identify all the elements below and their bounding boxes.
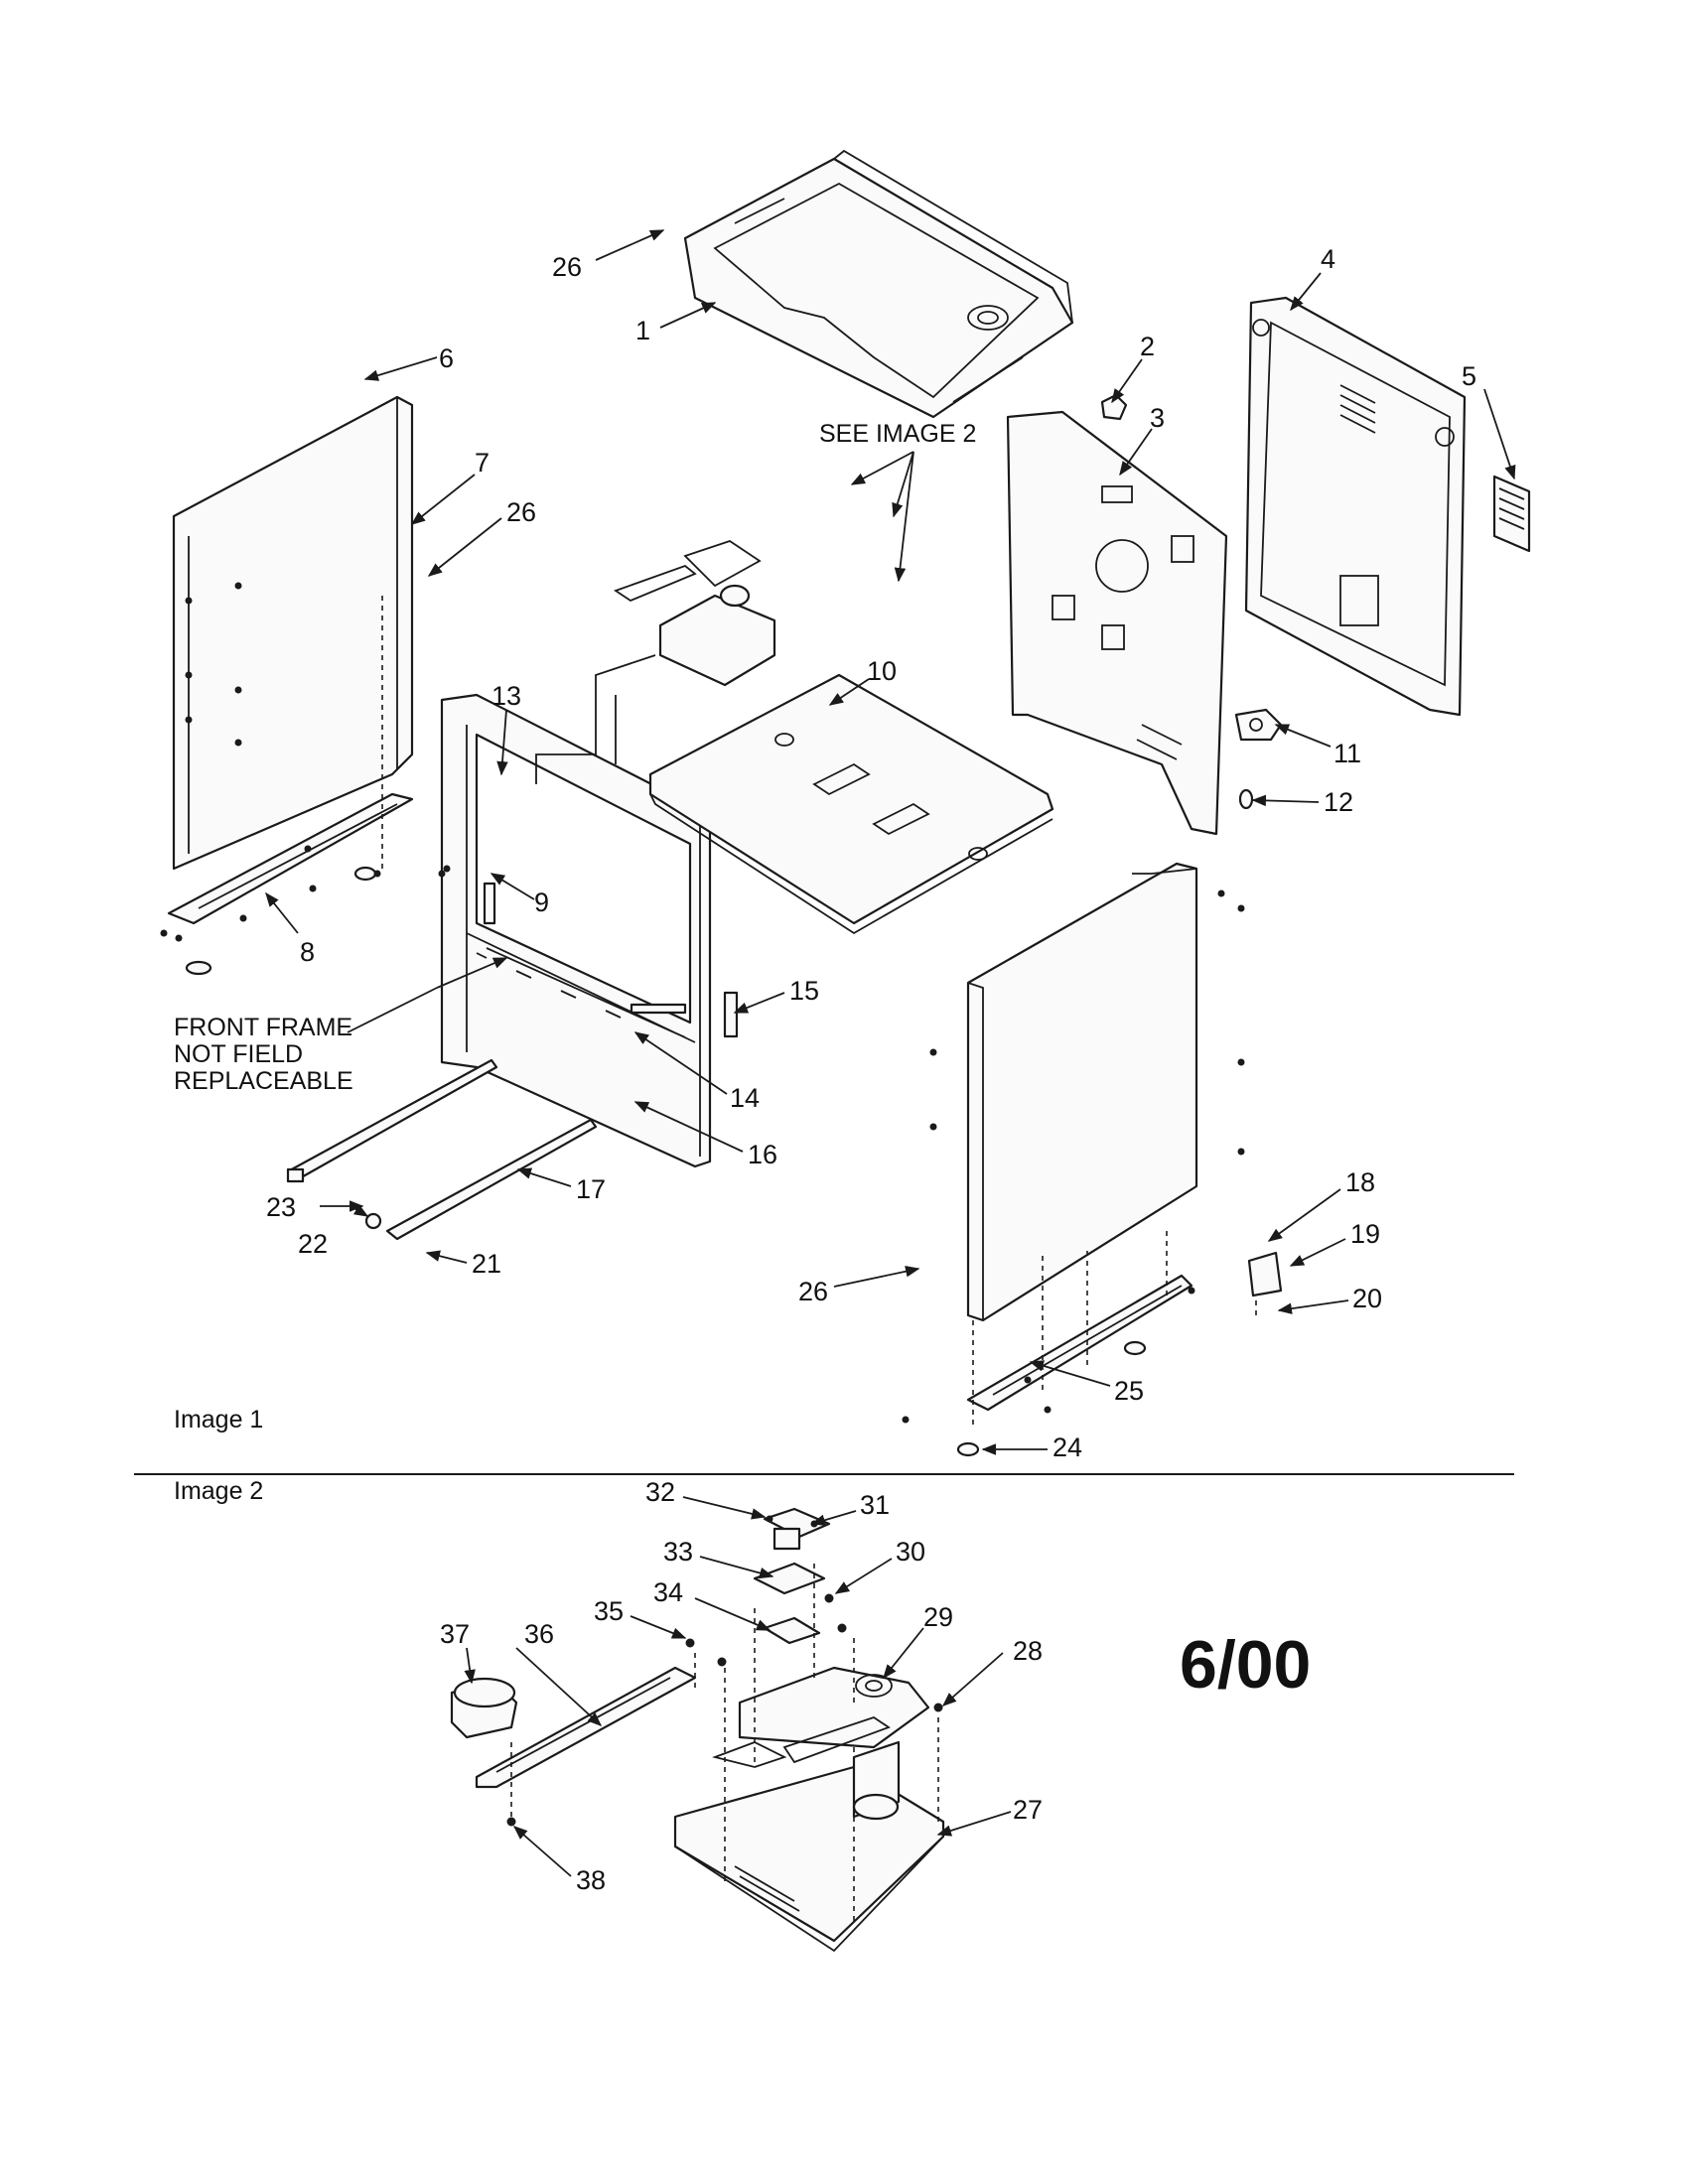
front-frame [440, 693, 712, 1168]
bracket-part-14 [630, 1003, 687, 1015]
callout-24: 24 [1052, 1433, 1082, 1462]
callout-34: 34 [653, 1577, 683, 1607]
callout-38: 38 [576, 1865, 606, 1895]
callout-33: 33 [663, 1537, 693, 1567]
rail-upper [286, 1058, 498, 1183]
callout-28: 28 [1013, 1636, 1043, 1666]
callout-7: 7 [475, 448, 490, 478]
callout-9: 9 [534, 887, 549, 917]
bracket-part-11 [1234, 708, 1283, 742]
top-panel-part-1 [683, 149, 1074, 419]
callout-29: 29 [923, 1602, 953, 1632]
callout-14: 14 [730, 1083, 760, 1113]
screw-markers [160, 845, 1225, 1457]
callout-leaders [265, 229, 1516, 1455]
rear-inner-panel-part-3 [1006, 410, 1228, 836]
front-frame-note-line3: REPLACEABLE [174, 1067, 353, 1095]
bracket-part-15 [723, 991, 739, 1038]
callout-27: 27 [1013, 1795, 1043, 1825]
callout-25: 25 [1114, 1376, 1144, 1406]
callout-30: 30 [896, 1537, 925, 1567]
callout-22: 22 [298, 1229, 328, 1259]
rear-outer-panel-part-4 [1244, 296, 1467, 717]
base-pan-part-10 [648, 673, 1054, 935]
callout-17: 17 [576, 1174, 606, 1204]
callout-26a: 26 [552, 252, 582, 282]
callout-13: 13 [491, 681, 521, 711]
callout-5: 5 [1462, 361, 1476, 391]
callout-6: 6 [439, 343, 454, 373]
callout-23: 23 [266, 1192, 296, 1222]
callout-16: 16 [748, 1140, 777, 1169]
callout-31: 31 [860, 1490, 890, 1520]
bracket-part-19 [1247, 1251, 1283, 1297]
callout-1: 1 [635, 316, 650, 345]
callout-11: 11 [1333, 739, 1361, 768]
callout-35: 35 [594, 1596, 624, 1626]
callout-3: 3 [1150, 403, 1165, 433]
see-image-2-note: SEE IMAGE 2 [819, 420, 976, 448]
callout-26b: 26 [506, 497, 536, 527]
image2-assembly [450, 1496, 1012, 1953]
left-base-rail-part-8 [167, 792, 414, 976]
callout-4: 4 [1321, 244, 1335, 274]
callout-10: 10 [867, 656, 897, 686]
front-frame-note-line2: NOT FIELD [174, 1040, 303, 1068]
control-assembly [614, 540, 776, 687]
image1-label: Image 1 [174, 1406, 263, 1433]
callout-8: 8 [300, 937, 315, 967]
callout-37: 37 [440, 1619, 470, 1649]
image2-label: Image 2 [174, 1477, 263, 1505]
callout-26c: 26 [798, 1277, 828, 1306]
hinge-part-9 [483, 882, 496, 925]
right-side-panel [929, 862, 1245, 1322]
vent-grille-part-5 [1492, 475, 1531, 553]
callout-18: 18 [1345, 1167, 1375, 1197]
callout-numbers: 1 2 3 4 5 6 7 8 9 10 11 12 13 14 15 16 1… [266, 244, 1476, 1895]
callout-2: 2 [1140, 332, 1155, 361]
callout-15: 15 [789, 976, 819, 1006]
date-code: 6/00 [1180, 1627, 1311, 1703]
callout-19: 19 [1350, 1219, 1380, 1249]
rail-part-17 [364, 1118, 598, 1241]
grommet-part-12 [1238, 788, 1254, 810]
callout-21: 21 [472, 1249, 501, 1279]
left-side-panel-part-7 [172, 395, 414, 871]
callout-36: 36 [524, 1619, 554, 1649]
callout-32: 32 [645, 1477, 675, 1507]
callout-20: 20 [1352, 1284, 1382, 1313]
callout-12: 12 [1324, 787, 1353, 817]
front-frame-note-line1: FRONT FRAME [174, 1014, 352, 1041]
